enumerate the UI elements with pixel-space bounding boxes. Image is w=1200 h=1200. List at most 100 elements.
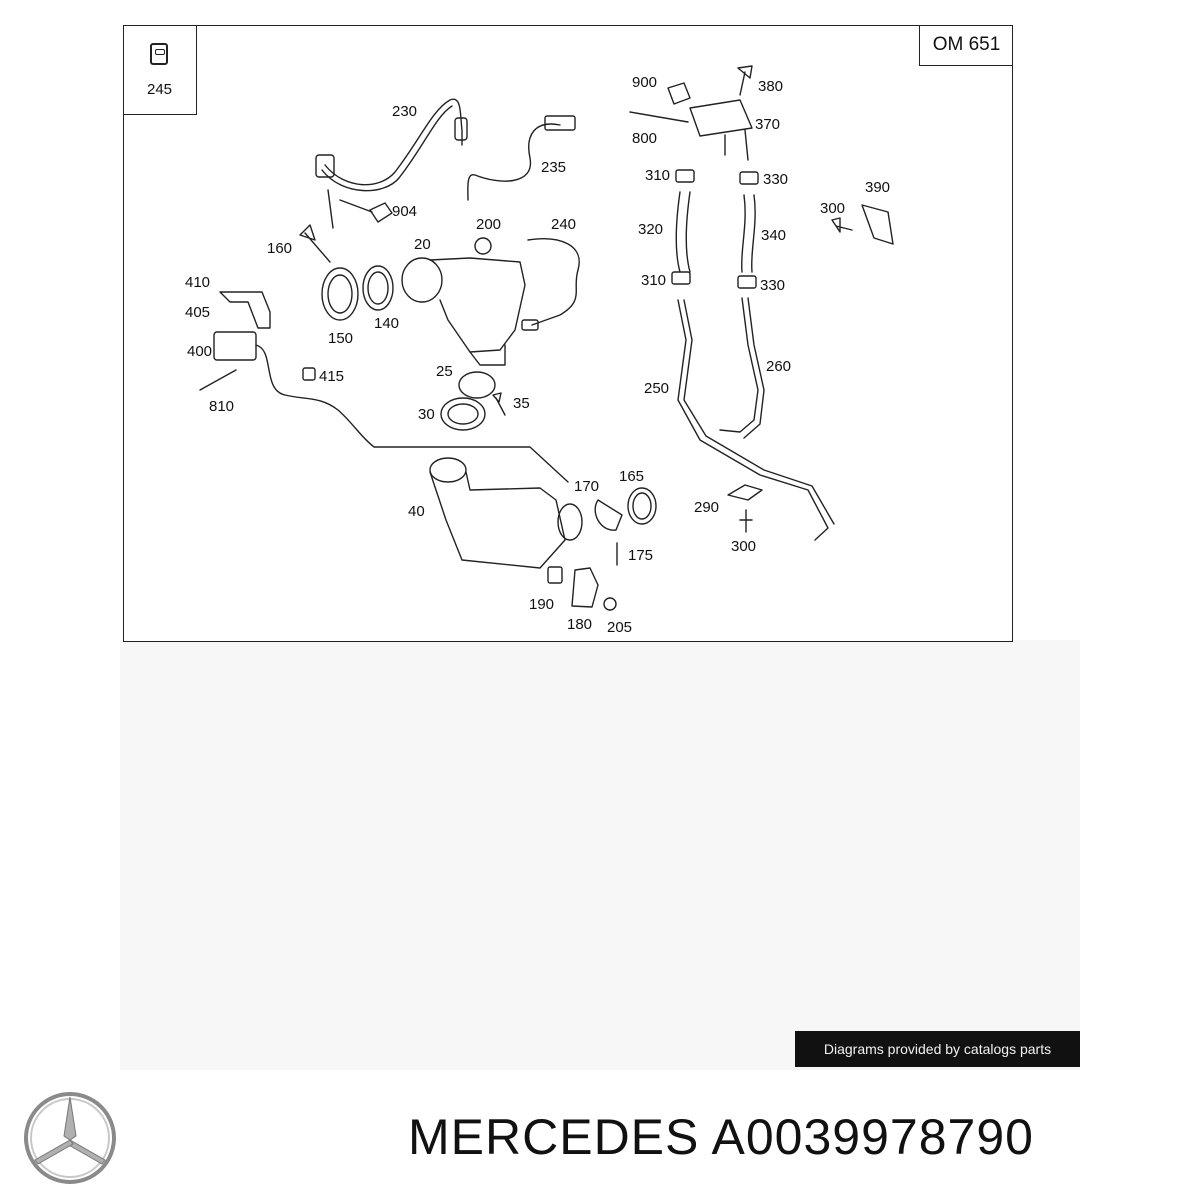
callout-190: 190 bbox=[529, 596, 554, 613]
callout-235: 235 bbox=[541, 159, 566, 176]
callout-150: 150 bbox=[328, 330, 353, 347]
callout-140: 140 bbox=[374, 315, 399, 332]
pipe-20-detail bbox=[469, 344, 506, 366]
bolt-300a bbox=[831, 217, 853, 233]
callout-330a: 330 bbox=[763, 171, 788, 188]
callout-340: 340 bbox=[761, 227, 786, 244]
callout-320: 320 bbox=[638, 221, 663, 238]
callout-390: 390 bbox=[865, 179, 890, 196]
dpf-outlet-40 bbox=[557, 503, 583, 541]
engine-label: OM 651 bbox=[919, 25, 1013, 66]
ring-140 bbox=[362, 265, 394, 311]
callout-200: 200 bbox=[476, 216, 501, 233]
callout-405: 405 bbox=[185, 304, 210, 321]
callout-205: 205 bbox=[607, 619, 632, 636]
sensor-probe-230 bbox=[454, 117, 468, 141]
pipe-250 bbox=[677, 299, 829, 541]
bolt-380 bbox=[737, 65, 753, 96]
callout-290: 290 bbox=[694, 499, 719, 516]
clip-310b bbox=[671, 271, 691, 285]
callout-175: 175 bbox=[628, 547, 653, 564]
nut-200 bbox=[474, 237, 492, 255]
callout-180: 180 bbox=[567, 616, 592, 633]
sensor-probe-240 bbox=[521, 319, 539, 331]
clip-330b bbox=[737, 275, 757, 289]
callout-810: 810 bbox=[209, 398, 234, 415]
sensor-370 bbox=[689, 99, 753, 137]
pipe-260-outer bbox=[743, 297, 765, 439]
callout-25: 25 bbox=[436, 363, 453, 380]
pipe-260 bbox=[719, 297, 759, 433]
clip-330a bbox=[739, 171, 759, 185]
brand-part-number-title: MERCEDES A0039978790 bbox=[408, 1109, 1034, 1165]
leader-904 bbox=[339, 199, 373, 213]
connector-icon bbox=[150, 43, 168, 65]
clamp-30-inner bbox=[447, 403, 479, 425]
bolt-35 bbox=[492, 392, 506, 416]
sensor-connector-235 bbox=[544, 115, 576, 131]
leader-800 bbox=[629, 111, 689, 123]
gasket-25 bbox=[458, 371, 496, 399]
clamp-150 bbox=[321, 267, 359, 321]
callout-160: 160 bbox=[267, 240, 292, 257]
sensor-370-ports bbox=[724, 129, 749, 161]
module-400 bbox=[213, 331, 257, 361]
tie-904 bbox=[327, 189, 334, 229]
clamp-170 bbox=[594, 499, 623, 531]
sensor-cable-230 bbox=[324, 98, 463, 186]
callout-35: 35 bbox=[513, 395, 530, 412]
callout-370: 370 bbox=[755, 116, 780, 133]
callout-30: 30 bbox=[418, 406, 435, 423]
clip-415 bbox=[302, 367, 316, 381]
callout-400: 400 bbox=[187, 343, 212, 360]
clamp-150-inner bbox=[327, 274, 353, 314]
credit-banner: Diagrams provided by catalogs parts bbox=[795, 1031, 1080, 1067]
callout-250: 250 bbox=[644, 380, 669, 397]
bolt-300b bbox=[739, 509, 753, 533]
parts-diagram: 900 380 800 370 230 235 904 200 240 160 … bbox=[185, 65, 894, 636]
callout-310a: 310 bbox=[645, 167, 670, 184]
clip-310a bbox=[675, 169, 695, 183]
group-corner-box: 245 bbox=[123, 25, 197, 115]
sensor-cable-400 bbox=[255, 344, 569, 483]
hose-340 bbox=[740, 194, 756, 273]
clamp-30 bbox=[440, 397, 486, 431]
sensor-cable-235 bbox=[467, 123, 561, 201]
callout-800: 800 bbox=[632, 130, 657, 147]
part-900 bbox=[667, 82, 691, 105]
sensor-connector-230 bbox=[315, 154, 335, 178]
bracket-405 bbox=[219, 291, 271, 329]
sensor-cable-230-inner bbox=[321, 105, 453, 192]
callout-300b: 300 bbox=[731, 538, 756, 555]
bracket-180 bbox=[571, 567, 599, 608]
ring-165-inner bbox=[632, 492, 652, 520]
callout-300a: 300 bbox=[820, 200, 845, 217]
callout-330b: 330 bbox=[760, 277, 785, 294]
callout-310b: 310 bbox=[641, 272, 666, 289]
callout-904: 904 bbox=[392, 203, 417, 220]
clip-190 bbox=[547, 566, 563, 584]
callout-230: 230 bbox=[392, 103, 417, 120]
sensor-cable-240 bbox=[527, 238, 580, 326]
callout-labels: 900 380 800 370 230 235 904 200 240 160 … bbox=[185, 74, 890, 636]
leader-810 bbox=[199, 369, 237, 391]
dpf-body-40 bbox=[429, 471, 566, 569]
mercedes-star-logo bbox=[24, 1092, 116, 1184]
corner-label: 245 bbox=[146, 81, 173, 98]
nut-205 bbox=[603, 597, 617, 611]
callout-410: 410 bbox=[185, 274, 210, 291]
callout-380: 380 bbox=[758, 78, 783, 95]
callout-240: 240 bbox=[551, 216, 576, 233]
bracket-290 bbox=[727, 484, 763, 501]
hose-320 bbox=[675, 191, 691, 273]
dpf-inlet-40 bbox=[429, 457, 467, 483]
ring-140-inner bbox=[367, 271, 389, 305]
callout-900: 900 bbox=[632, 74, 657, 91]
callout-170: 170 bbox=[574, 478, 599, 495]
callout-260: 260 bbox=[766, 358, 791, 375]
pipe-250-outer bbox=[683, 299, 835, 525]
page-backdrop bbox=[120, 640, 1080, 1070]
pipe-20 bbox=[429, 257, 526, 353]
callout-415: 415 bbox=[319, 368, 344, 385]
